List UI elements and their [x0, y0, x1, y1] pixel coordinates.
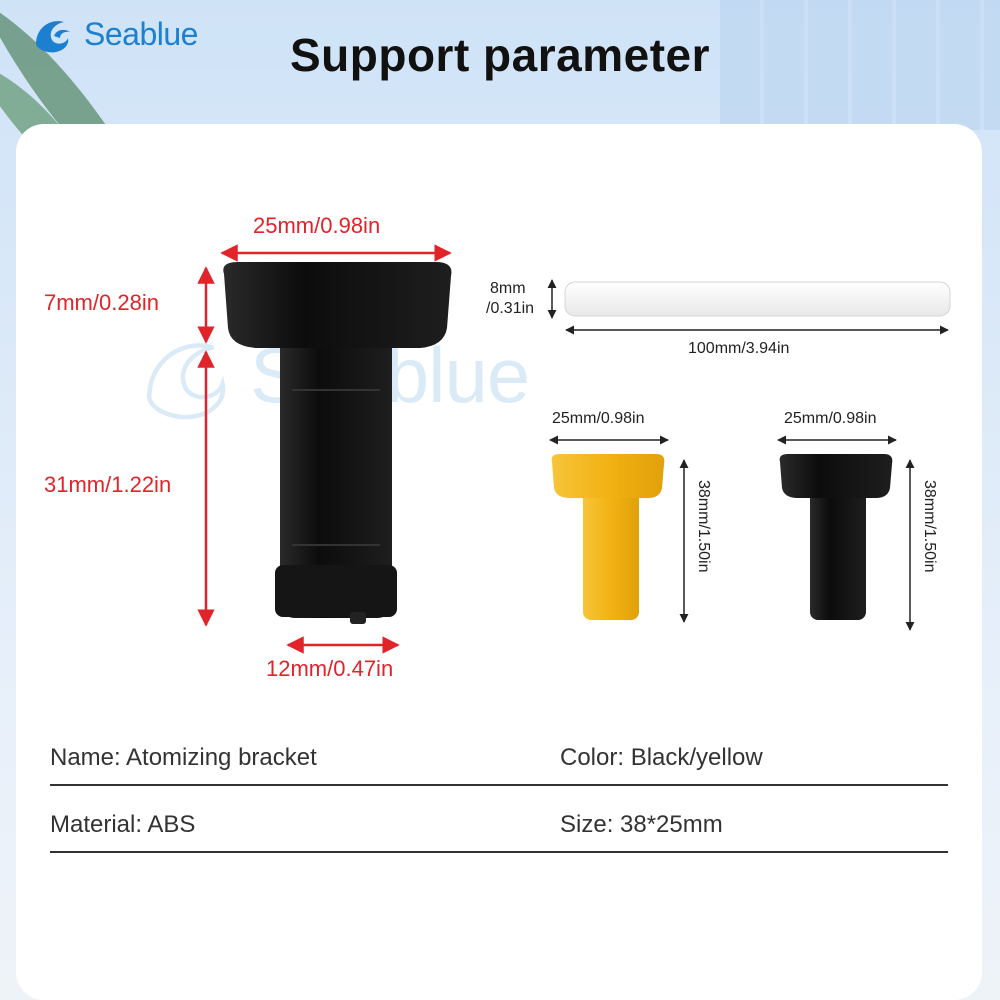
yellow-height-label: 38mm/1.50in: [695, 480, 712, 573]
brand-logo: Seablue: [32, 14, 198, 54]
page-title: Support parameter: [289, 29, 711, 81]
rod-diameter-in-label: /0.31in: [486, 300, 535, 317]
spec-name: Name: Atomizing bracket: [50, 744, 317, 771]
window-background: [720, 0, 1000, 130]
brand-name: Seablue: [84, 15, 198, 52]
spec-row: Name: Atomizing bracket Color: Black/yel…: [50, 722, 948, 786]
wave-icon: [36, 21, 70, 53]
black-height-label: 38mm/1.50in: [921, 480, 938, 573]
rod-length-label: 100mm/3.94in: [688, 340, 790, 357]
small-black-bracket: [779, 454, 893, 620]
yellow-bracket: [551, 454, 665, 620]
yellow-width-label: 25mm/0.98in: [552, 410, 645, 427]
large-black-bracket: [223, 262, 452, 624]
black-width-label: 25mm/0.98in: [784, 410, 877, 427]
large-width-label: 25mm/0.98in: [253, 213, 381, 238]
spec-size: Size: 38*25mm: [560, 811, 723, 838]
body-height-label: 31mm/1.22in: [44, 472, 172, 497]
cap-height-label: 7mm/0.28in: [44, 290, 159, 315]
spec-row: Material: ABS Size: 38*25mm: [50, 789, 948, 853]
spec-color: Color: Black/yellow: [560, 744, 763, 771]
spec-material: Material: ABS: [50, 811, 196, 838]
base-width-label: 12mm/0.47in: [266, 656, 394, 681]
white-rod: [564, 281, 951, 317]
rod-diameter-mm-label: 8mm: [490, 280, 526, 297]
